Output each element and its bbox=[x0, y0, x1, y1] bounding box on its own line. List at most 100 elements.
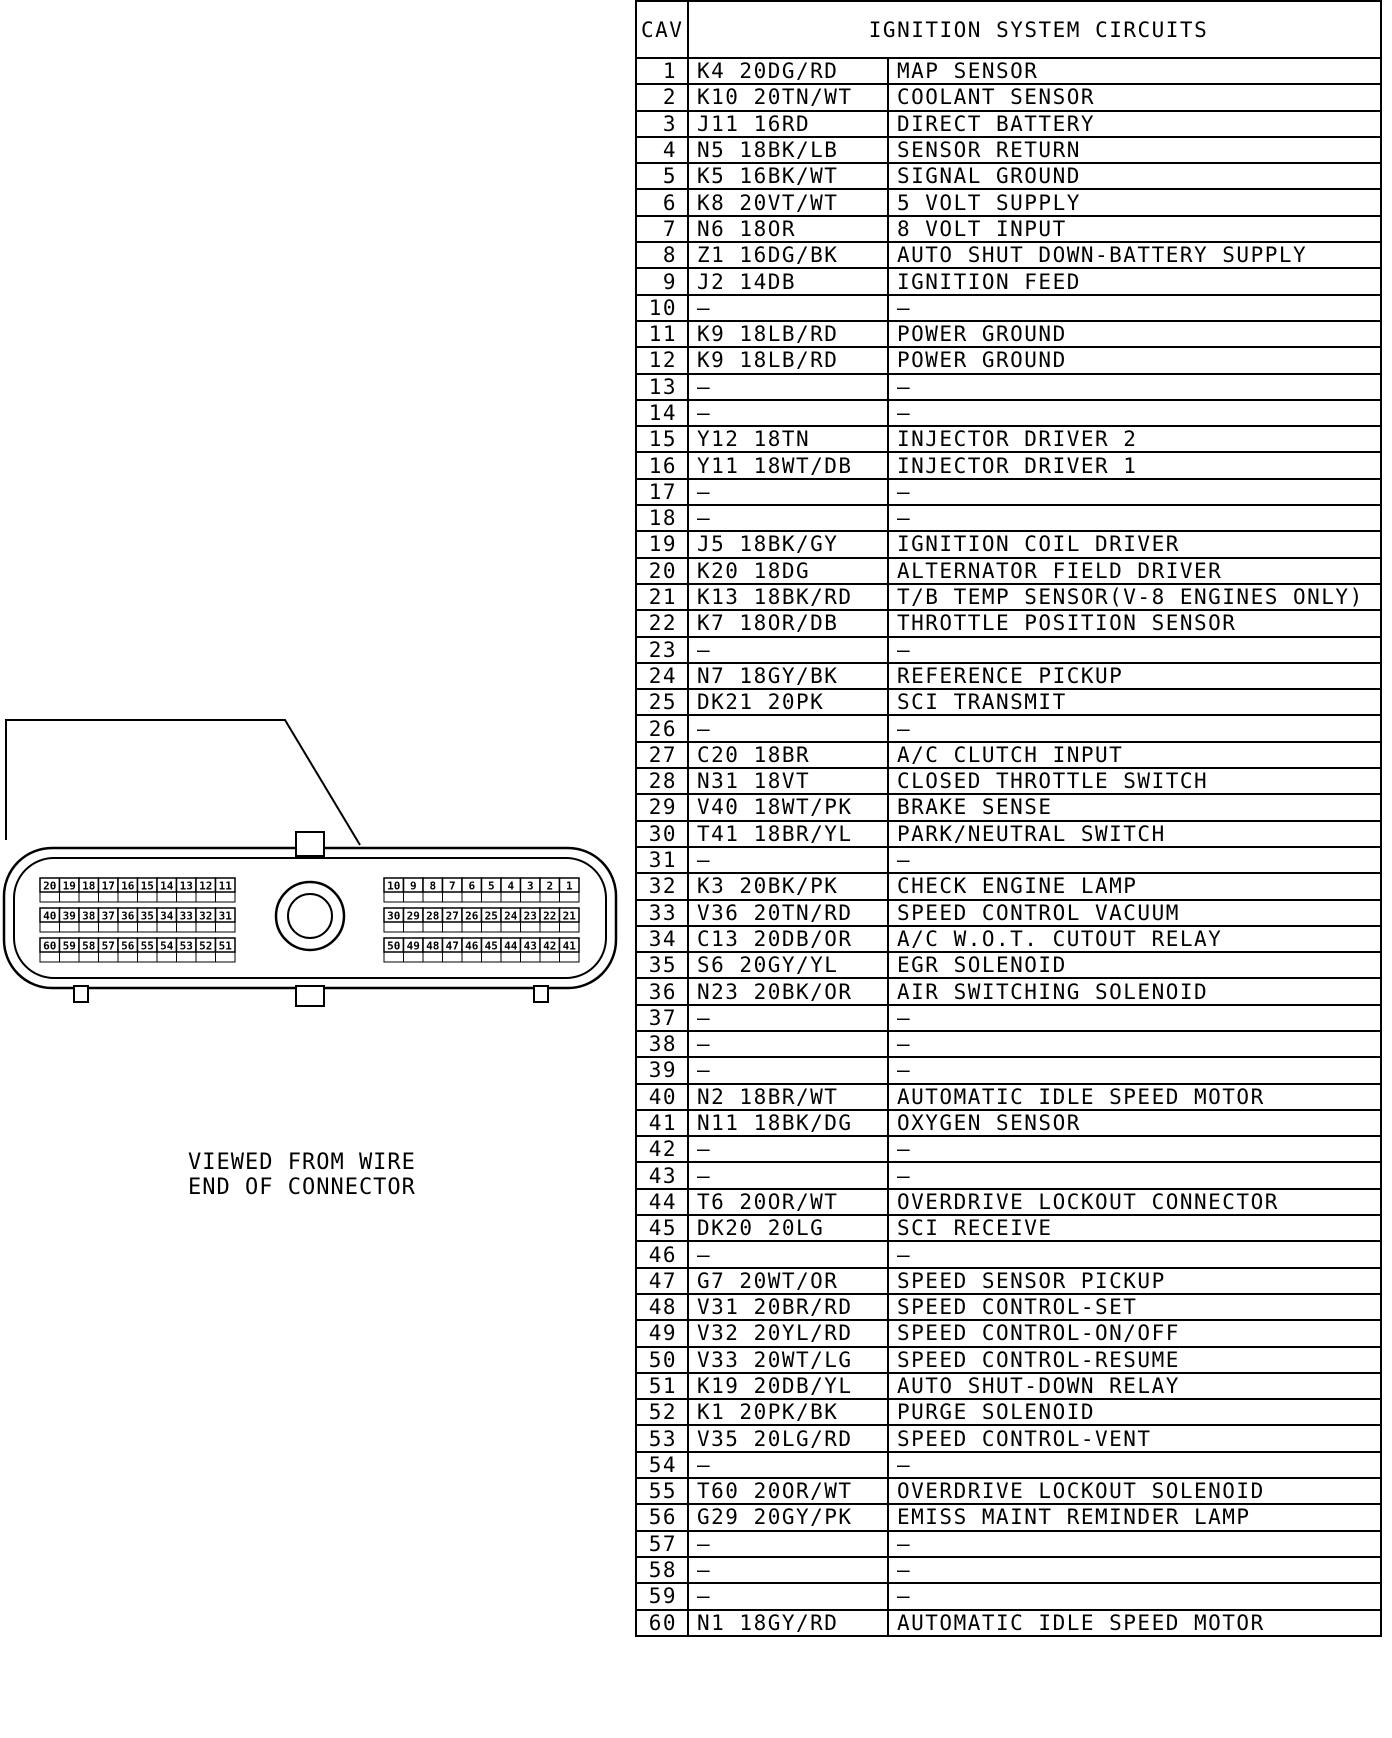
function-cell: 8 VOLT INPUT bbox=[887, 214, 1382, 244]
cavity-number: 50 bbox=[387, 940, 400, 953]
cav-cell: 39 bbox=[635, 1056, 689, 1085]
wire-cell: — bbox=[687, 635, 889, 664]
function-cell: EGR SOLENOID bbox=[887, 951, 1382, 980]
function-cell: AUTO SHUT-DOWN RELAY bbox=[887, 1371, 1382, 1401]
cav-cell: 32 bbox=[635, 872, 689, 901]
cavity-number: 21 bbox=[563, 910, 577, 923]
table-row: 46—— bbox=[635, 1240, 1382, 1269]
function-cell: BRAKE SENSE bbox=[887, 793, 1382, 822]
wire-cell: — bbox=[687, 1135, 889, 1164]
function-cell: — bbox=[887, 1003, 1382, 1032]
cav-cell: 19 bbox=[635, 530, 689, 559]
wire-cell: J5 18BK/GY bbox=[687, 530, 889, 559]
table-row: 10—— bbox=[635, 293, 1382, 322]
wire-cell: K13 18BK/RD bbox=[687, 582, 889, 612]
header-title: IGNITION SYSTEM CIRCUITS bbox=[687, 0, 1382, 59]
table-row: 57—— bbox=[635, 1529, 1382, 1558]
cav-cell: 26 bbox=[635, 714, 689, 743]
function-cell: — bbox=[887, 845, 1382, 875]
cav-cell: 8 bbox=[635, 241, 689, 270]
cav-cell: 40 bbox=[635, 1082, 689, 1111]
cavity-number: 43 bbox=[524, 940, 537, 953]
wire-cell: K9 18LB/RD bbox=[687, 319, 889, 349]
connector-cavity-well bbox=[559, 921, 580, 933]
cavity-number: 7 bbox=[449, 880, 456, 893]
function-cell: — bbox=[887, 477, 1382, 507]
wire-cell: N11 18BK/DG bbox=[687, 1108, 889, 1138]
table-row: 43—— bbox=[635, 1161, 1382, 1190]
wire-cell: — bbox=[687, 845, 889, 875]
cav-cell: 41 bbox=[635, 1108, 689, 1138]
wire-cell: N23 20BK/OR bbox=[687, 977, 889, 1006]
cav-cell: 23 bbox=[635, 635, 689, 664]
cavity-number: 45 bbox=[485, 940, 498, 953]
function-cell: EMISS MAINT REMINDER LAMP bbox=[887, 1503, 1382, 1532]
cavity-number: 1 bbox=[566, 880, 573, 893]
cavity-number: 35 bbox=[141, 910, 154, 923]
cavity-number: 13 bbox=[180, 880, 193, 893]
wire-cell: V33 20WT/LG bbox=[687, 1345, 889, 1374]
cav-cell: 4 bbox=[635, 135, 689, 165]
function-cell: — bbox=[887, 1056, 1382, 1085]
connector-cavity-well bbox=[559, 951, 580, 963]
cav-cell: 50 bbox=[635, 1345, 689, 1374]
function-cell: SPEED CONTROL VACUUM bbox=[887, 898, 1382, 927]
function-cell: DIRECT BATTERY bbox=[887, 109, 1382, 138]
function-cell: — bbox=[887, 1029, 1382, 1059]
cavity-number: 24 bbox=[504, 910, 518, 923]
cav-cell: 48 bbox=[635, 1292, 689, 1322]
function-cell: POWER GROUND bbox=[887, 346, 1382, 375]
cavity-number: 27 bbox=[446, 910, 459, 923]
cavity-number: 4 bbox=[507, 880, 514, 893]
wire-cell: J11 16RD bbox=[687, 109, 889, 138]
cav-cell: 30 bbox=[635, 819, 689, 848]
cav-cell: 55 bbox=[635, 1477, 689, 1506]
wire-cell: — bbox=[687, 504, 889, 533]
cavity-number: 44 bbox=[504, 940, 518, 953]
wire-cell: V31 20BR/RD bbox=[687, 1292, 889, 1322]
cav-cell: 1 bbox=[635, 56, 689, 86]
wire-cell: V40 18WT/PK bbox=[687, 793, 889, 822]
cavity-number: 51 bbox=[219, 940, 233, 953]
wire-cell: K4 20DG/RD bbox=[687, 56, 889, 86]
cav-cell: 13 bbox=[635, 372, 689, 401]
function-cell: AUTOMATIC IDLE SPEED MOTOR bbox=[887, 1082, 1382, 1111]
cav-cell: 27 bbox=[635, 740, 689, 770]
function-cell: — bbox=[887, 398, 1382, 428]
cav-cell: 38 bbox=[635, 1029, 689, 1059]
cavity-number: 52 bbox=[199, 940, 212, 953]
cav-cell: 9 bbox=[635, 267, 689, 296]
cavity-number: 42 bbox=[543, 940, 556, 953]
cav-cell: 36 bbox=[635, 977, 689, 1006]
table-row: 23—— bbox=[635, 635, 1382, 664]
wire-cell: K3 20BK/PK bbox=[687, 872, 889, 901]
cavity-number: 12 bbox=[199, 880, 212, 893]
cavity-number: 28 bbox=[426, 910, 439, 923]
table-row: 58—— bbox=[635, 1555, 1382, 1585]
function-cell: — bbox=[887, 635, 1382, 664]
wire-cell: — bbox=[687, 1003, 889, 1032]
cavity-number: 9 bbox=[410, 880, 417, 893]
cav-cell: 58 bbox=[635, 1555, 689, 1585]
cav-cell: 47 bbox=[635, 1266, 689, 1295]
function-cell: SCI TRANSMIT bbox=[887, 688, 1382, 717]
function-cell: AUTO SHUT DOWN-BATTERY SUPPLY bbox=[887, 241, 1382, 270]
function-cell: INJECTOR DRIVER 2 bbox=[887, 425, 1382, 454]
header-cav: CAV bbox=[635, 0, 689, 59]
function-cell: — bbox=[887, 372, 1382, 401]
function-cell: 5 VOLT SUPPLY bbox=[887, 188, 1382, 217]
cavity-number: 41 bbox=[563, 940, 577, 953]
function-cell: — bbox=[887, 1450, 1382, 1480]
